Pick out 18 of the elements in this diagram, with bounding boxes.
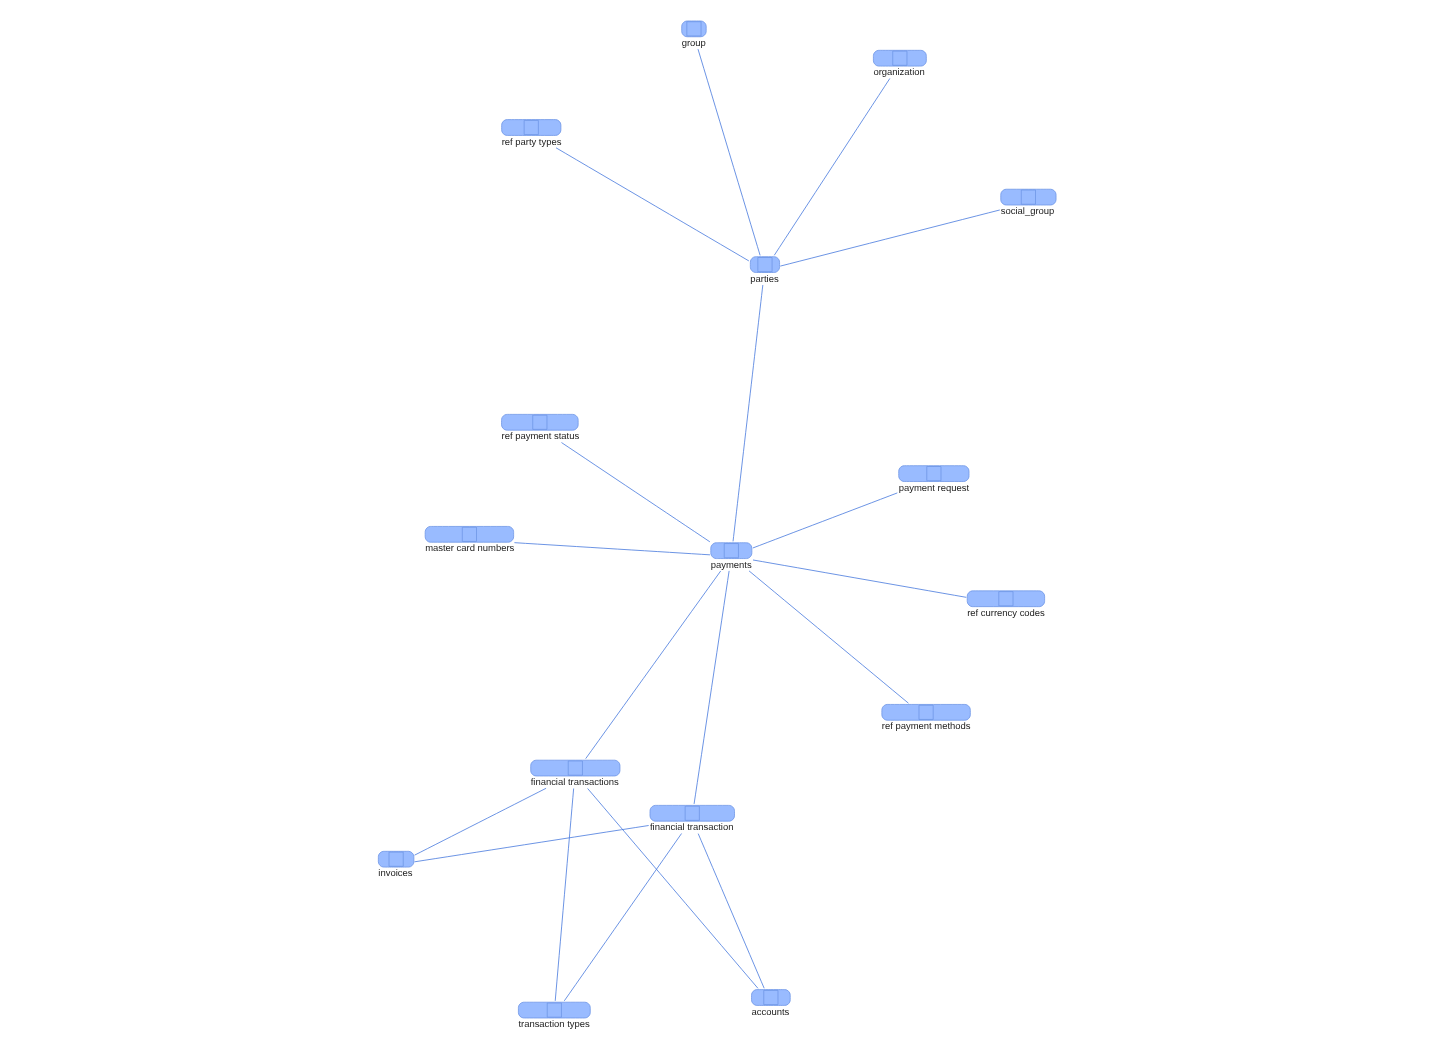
connector [560, 442, 710, 543]
connector [731, 284, 763, 542]
connector [696, 48, 760, 256]
connector [413, 787, 546, 856]
connector [554, 147, 749, 262]
connector [562, 833, 681, 1002]
connector [778, 209, 1000, 267]
connector [751, 492, 897, 549]
connector [553, 788, 574, 1002]
connector [751, 559, 966, 598]
connector [772, 78, 890, 256]
connector [586, 788, 758, 989]
connector [513, 542, 710, 556]
connector [696, 833, 764, 989]
connector [747, 570, 908, 704]
connector [692, 570, 729, 805]
connector [413, 825, 649, 863]
connector [584, 570, 721, 760]
